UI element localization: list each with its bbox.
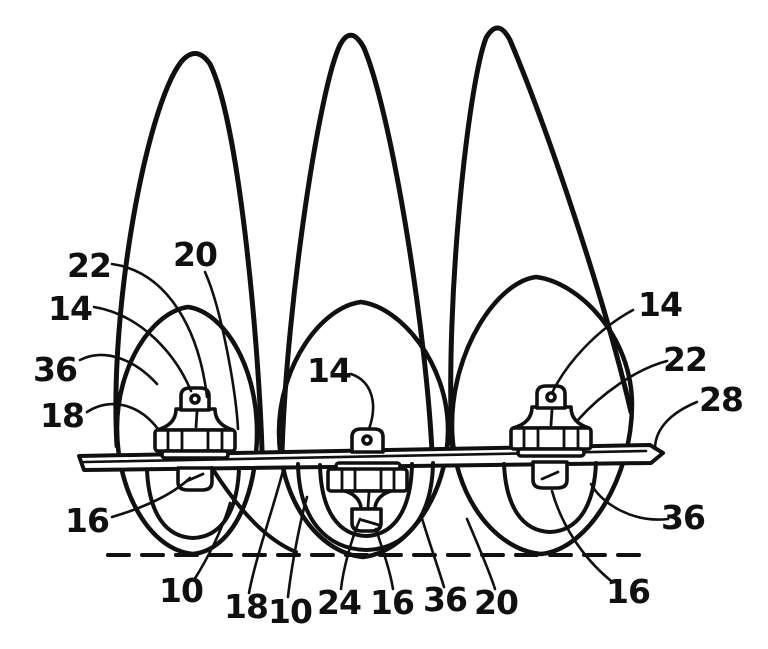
ref-label-24-bottom: 24 bbox=[317, 583, 361, 622]
ref-label-10-bottom: 10 bbox=[268, 592, 312, 631]
ref-label-28-right: 28 bbox=[699, 380, 743, 419]
ref-label-22-upper-left: 22 bbox=[67, 246, 111, 285]
leader-22-upper-left bbox=[110, 262, 209, 399]
outer-loop-right bbox=[448, 25, 634, 448]
nut-ribs-right bbox=[522, 426, 580, 451]
ref-label-22-upper-right: 22 bbox=[663, 340, 707, 379]
ref-label-20-top-center: 20 bbox=[173, 235, 217, 274]
ref-label-16-lower-right: 16 bbox=[606, 572, 650, 611]
leader-14-center bbox=[349, 372, 375, 431]
leader-28-right bbox=[653, 400, 699, 449]
leader-18-bottom bbox=[247, 465, 286, 595]
leader-14-upper-left bbox=[92, 305, 193, 393]
coil-center-inner bbox=[318, 462, 414, 538]
outer-loop-center bbox=[279, 32, 435, 455]
ref-label-36-mid-left: 36 bbox=[33, 350, 77, 389]
tab-hole-left bbox=[189, 393, 201, 405]
ref-label-16-lower-left: 16 bbox=[65, 501, 109, 540]
fastener-assembly-left bbox=[153, 386, 237, 492]
ref-label-14-upper-right: 14 bbox=[638, 285, 682, 324]
leader-36-bottom bbox=[419, 513, 446, 589]
ref-label-18-mid-left: 18 bbox=[40, 396, 84, 435]
tab-hole-right bbox=[545, 391, 557, 403]
leader-16-lower-left bbox=[110, 476, 192, 519]
nut-ribs-center bbox=[340, 467, 396, 493]
ref-label-14-center: 14 bbox=[307, 351, 351, 390]
bell-tick-center bbox=[366, 491, 371, 509]
tine-outer-loops bbox=[113, 25, 634, 455]
bell-tick-right bbox=[549, 408, 554, 427]
fastener-assembly-center bbox=[326, 427, 409, 533]
leader-16-bottom bbox=[374, 527, 395, 591]
lower-loop-right bbox=[449, 274, 635, 557]
leader-10-bottom-left bbox=[192, 501, 232, 582]
ref-label-36-lower-right: 36 bbox=[661, 498, 705, 537]
leader-36-mid-left bbox=[78, 353, 159, 386]
leader-lines bbox=[78, 262, 699, 599]
reference-labels: 22 14 36 18 16 20 14 14 22 28 36 16 10 1… bbox=[33, 235, 744, 631]
leader-16-lower-right bbox=[550, 489, 612, 582]
leader-10-bottom bbox=[286, 495, 309, 599]
ref-label-20-bottom: 20 bbox=[474, 583, 518, 622]
leader-20-bottom bbox=[465, 517, 497, 591]
bell-tick-left bbox=[194, 410, 199, 429]
leader-22-upper-right bbox=[576, 359, 669, 422]
wire-coils bbox=[145, 461, 598, 554]
tab-hole-center bbox=[361, 434, 373, 446]
ref-label-16-bottom: 16 bbox=[370, 583, 414, 622]
ref-label-14-upper-left: 14 bbox=[48, 289, 92, 328]
outer-loop-left bbox=[113, 51, 265, 453]
ref-label-18-bottom: 18 bbox=[224, 587, 268, 626]
leader-18-mid-left bbox=[85, 403, 160, 431]
coil-right bbox=[502, 461, 598, 534]
leader-20-top-center bbox=[203, 270, 240, 431]
leader-36-lower-right bbox=[589, 482, 670, 521]
ref-label-10-bottom-left: 10 bbox=[159, 571, 203, 610]
coil-center-outer bbox=[296, 461, 435, 552]
stub-tick-right bbox=[540, 470, 560, 481]
leader-14-upper-right bbox=[550, 308, 635, 395]
leader-24-bottom bbox=[339, 517, 362, 591]
nut-ribs-left bbox=[166, 428, 224, 453]
stub-tick-center bbox=[360, 518, 381, 527]
ref-label-36-bottom: 36 bbox=[423, 580, 467, 619]
washer-left bbox=[160, 449, 230, 460]
wire-end-left bbox=[210, 466, 298, 554]
fastener-assembly-right bbox=[509, 384, 593, 490]
washer-right bbox=[516, 447, 586, 458]
coil-left bbox=[145, 467, 241, 540]
